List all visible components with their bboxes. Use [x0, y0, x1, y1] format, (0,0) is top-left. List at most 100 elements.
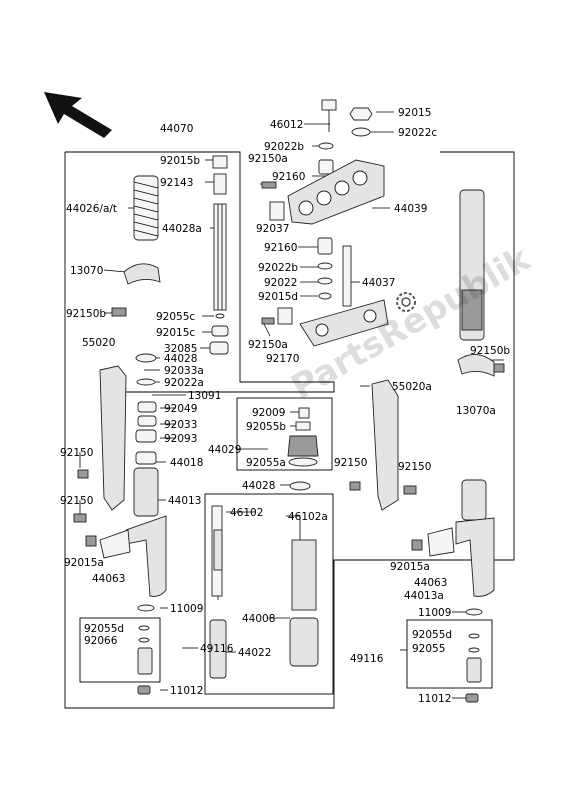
label-92055: 92055	[412, 643, 445, 655]
label-49116-right: 49116	[350, 653, 384, 665]
steering-stem-nut-part	[321, 99, 337, 111]
nut-92015-part	[349, 107, 373, 121]
collar-92160-part	[318, 159, 334, 175]
label-92150b-left: 92150b	[66, 308, 106, 320]
label-13070a: 13070a	[456, 405, 496, 417]
outer-tube-lower-44013-part	[125, 515, 167, 597]
fork-guard-clamp-13070a-part	[457, 354, 495, 377]
clamp-92170-part	[277, 307, 293, 325]
label-46102a: 46102a	[288, 511, 328, 523]
label-44018: 44018	[170, 457, 203, 469]
cap-bolt-92015b-part	[212, 155, 228, 169]
bolt-92150a-part	[261, 181, 277, 189]
fork-guard-clamp-13070-part	[123, 263, 161, 285]
oil-lock-49116-right-part	[466, 657, 482, 683]
label-44028-b: 44028	[242, 480, 275, 492]
label-92150a-top: 92150a	[248, 153, 288, 165]
washer-92022c-part	[351, 127, 371, 137]
label-44028: 44028	[164, 353, 197, 365]
fork-guard-55020-part	[99, 365, 127, 511]
label-92015d: 92015d	[258, 291, 298, 303]
label-55020: 55020	[82, 337, 115, 349]
bushing-32085-part	[209, 341, 229, 355]
label-92049: 92049	[164, 403, 197, 415]
label-92022a: 92022a	[164, 377, 204, 389]
label-44063-left: 44063	[92, 573, 125, 585]
label-44070: 44070	[160, 123, 193, 135]
parts-layer	[73, 99, 505, 703]
steering-stem-44037-part	[342, 245, 352, 307]
label-92015: 92015	[398, 107, 431, 119]
clamp-92037-part	[269, 201, 285, 221]
label-13070: 13070	[70, 265, 103, 277]
label-92093: 92093	[164, 433, 197, 445]
label-11012-right: 11012	[418, 693, 451, 705]
label-92022c: 92022c	[398, 127, 437, 139]
label-92015a-left: 92015a	[64, 557, 104, 569]
label-11012-left: 11012	[170, 685, 203, 697]
fork-cap-92143-part	[213, 173, 227, 195]
label-49116-left: 49116	[200, 643, 234, 655]
label-44063-right: 44063	[414, 577, 447, 589]
label-92033a: 92033a	[164, 365, 204, 377]
label-92022: 92022	[264, 277, 297, 289]
label-92150a-mid: 92150a	[248, 339, 288, 351]
label-92150-left: 92150	[60, 447, 93, 459]
cylinder-44022-part	[209, 619, 227, 679]
label-32085: 32085	[164, 343, 197, 355]
inner-tube-46102a-part	[291, 539, 317, 611]
label-44026: 44026/a/t	[66, 203, 117, 215]
label-92150-left2: 92150	[60, 495, 93, 507]
label-44039: 44039	[394, 203, 427, 215]
axle-clamp-44063-part	[99, 529, 131, 559]
label-92143: 92143	[160, 177, 193, 189]
label-46012: 46012	[270, 119, 303, 131]
outer-tube-lower-44013a-part	[455, 517, 495, 597]
label-44013a: 44013a	[404, 590, 444, 602]
label-92055a: 92055a	[246, 457, 286, 469]
label-11009-right: 11009	[418, 607, 451, 619]
label-92055c: 92055c	[156, 311, 195, 323]
label-92170: 92170	[266, 353, 299, 365]
label-13091: 13091	[188, 390, 221, 402]
collar-92160-mid-part	[317, 237, 333, 255]
label-92055b: 92055b	[246, 421, 286, 433]
label-46102: 46102	[230, 507, 263, 519]
oil-lock-49116-part	[137, 647, 153, 675]
label-92015b: 92015b	[160, 155, 200, 167]
damper-rod-44028a-part	[213, 203, 227, 311]
front-direction-arrow-icon	[44, 92, 112, 138]
label-11009-left: 11009	[170, 603, 203, 615]
bushing-44008-part	[289, 617, 319, 667]
label-92160-top: 92160	[272, 171, 305, 183]
label-92015a-right: 92015a	[390, 561, 430, 573]
label-44022: 44022	[238, 647, 271, 659]
label-44028a: 44028a	[162, 223, 202, 235]
label-92037: 92037	[256, 223, 289, 235]
gear-icon	[396, 292, 416, 312]
label-92022b-top: 92022b	[264, 141, 304, 153]
valve-44029-part	[287, 435, 319, 457]
label-92160-mid: 92160	[264, 242, 297, 254]
label-92055d-right: 92055d	[412, 629, 452, 641]
fork-spring-44026-part	[133, 175, 159, 241]
label-92022b-mid: 92022b	[258, 262, 298, 274]
label-92009: 92009	[252, 407, 285, 419]
label-92066: 92066	[84, 635, 118, 647]
callout-frames	[64, 151, 515, 709]
label-92015c: 92015c	[156, 327, 195, 339]
label-44013: 44013	[168, 495, 201, 507]
washer-92022b-part	[318, 142, 334, 150]
outer-tube-44013a-part	[461, 479, 487, 521]
outer-tube-44013-part	[133, 467, 159, 517]
label-92150b-right: 92150b	[470, 345, 510, 357]
fork-guard-55020a-part	[371, 379, 399, 511]
part-number-labels: 44070 46012 92015 92022b 92022c 92015b 9…	[60, 107, 510, 705]
label-55020a: 55020a	[392, 381, 432, 393]
label-92055d-left: 92055d	[84, 623, 124, 635]
label-44037: 44037	[362, 277, 395, 289]
label-92150-r2: 92150	[398, 461, 431, 473]
label-44029: 44029	[208, 444, 241, 456]
label-44008: 44008	[242, 613, 275, 625]
